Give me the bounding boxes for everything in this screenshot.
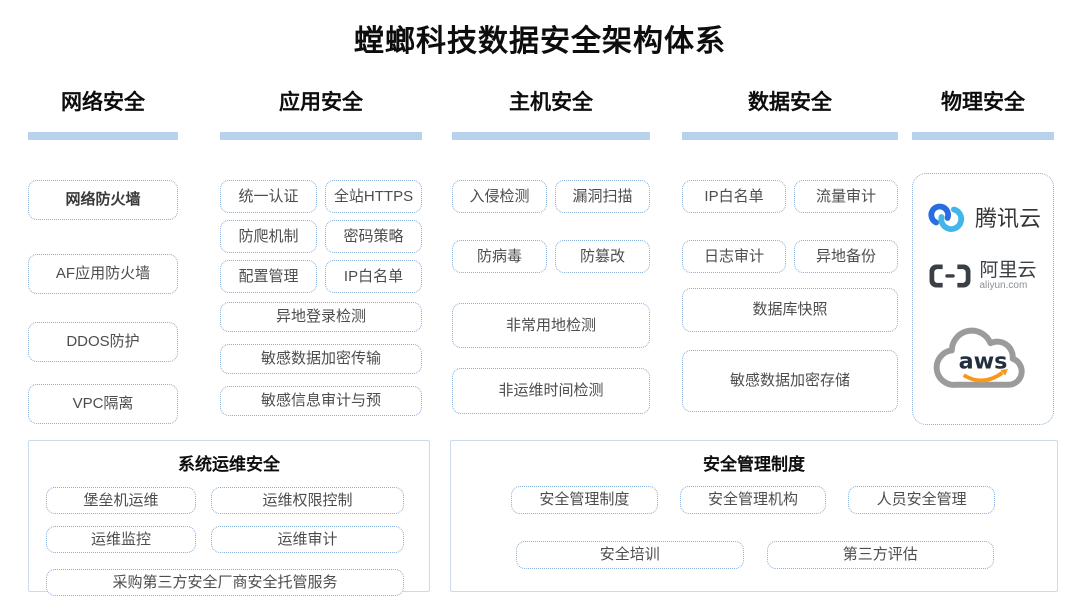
host-header: 主机安全 xyxy=(509,91,593,114)
ops-audit-box: 运维审计 xyxy=(211,526,404,553)
aws-logo: aws xyxy=(931,319,1035,397)
ops-header: 系统运维安全 xyxy=(178,455,280,474)
sensitive-data-encrypt-transfer-box: 敏感数据加密传输 xyxy=(220,344,422,374)
antivirus-box: 防病毒 xyxy=(452,240,547,273)
config-mgmt-box: 配置管理 xyxy=(220,260,317,293)
aws-cloud-icon: aws xyxy=(933,327,1025,388)
data-pair-row: 日志审计 异地备份 xyxy=(682,240,898,273)
third-party-managed-service-box: 采购第三方安全厂商安全托管服务 xyxy=(46,569,404,596)
security-mgmt-system-box: 安全管理制度 xyxy=(511,486,658,514)
security-training-box: 安全培训 xyxy=(516,541,744,569)
column-network-security: 网络安全 网络防火墙 AF应用防火墙 DDOS防护 VPC隔离 xyxy=(28,90,178,424)
anti-tamper-box: 防篡改 xyxy=(555,240,650,273)
header-underline xyxy=(452,132,650,140)
header-underline xyxy=(220,132,422,140)
ip-whitelist-box: IP白名单 xyxy=(682,180,786,213)
app-pair-row: 防爬机制 密码策略 xyxy=(220,220,422,253)
password-policy-box: 密码策略 xyxy=(325,220,422,253)
data-pair-row: IP白名单 流量审计 xyxy=(682,180,898,213)
aliyun-logo: 阿里云 aliyun.com xyxy=(929,259,1037,291)
page-title: 螳螂科技数据安全架构体系 xyxy=(354,25,726,58)
tencent-cloud-label: 腾讯云 xyxy=(974,206,1041,232)
section-security-management: 安全管理制度 安全管理制度 安全管理机构 人员安全管理 安全培训 第三方评估 xyxy=(450,440,1058,592)
traffic-audit-box: 流量审计 xyxy=(794,180,898,213)
cloud-providers-box: 腾讯云 阿里云 aliyun.com aws xyxy=(912,173,1054,425)
sensitive-data-encrypt-storage-box: 敏感数据加密存储 xyxy=(682,350,898,412)
unified-auth-box: 统一认证 xyxy=(220,180,317,213)
ops-permission-control-box: 运维权限控制 xyxy=(211,487,404,514)
app-pair-row: 统一认证 全站HTTPS xyxy=(220,180,422,213)
tencent-cloud-logo: 腾讯云 xyxy=(925,201,1041,233)
ops-row: 堡垒机运维 运维权限控制 xyxy=(46,487,404,514)
ddos-protection-box: DDOS防护 xyxy=(28,322,178,362)
full-site-https-box: 全站HTTPS xyxy=(325,180,422,213)
third-party-assessment-box: 第三方评估 xyxy=(766,541,994,569)
host-pair-row: 防病毒 防篡改 xyxy=(452,240,650,273)
management-header: 安全管理制度 xyxy=(703,455,805,474)
ops-row: 运维监控 运维审计 xyxy=(46,526,404,553)
aliyun-label: 阿里云 xyxy=(979,259,1037,281)
host-pair-row: 入侵检测 漏洞扫描 xyxy=(452,180,650,213)
aws-label: aws xyxy=(959,348,1008,374)
aliyun-labels: 阿里云 aliyun.com xyxy=(979,259,1037,291)
remote-login-detect-box: 异地登录检测 xyxy=(220,302,422,332)
section-ops-security: 系统运维安全 堡垒机运维 运维权限控制 运维监控 运维审计 采购第三方安全厂商安… xyxy=(28,440,430,596)
column-application-security: 应用安全 统一认证 全站HTTPS 防爬机制 密码策略 配置管理 IP白名单 异… xyxy=(220,90,422,416)
aliyun-bracket-icon xyxy=(930,264,971,288)
db-snapshot-box: 数据库快照 xyxy=(682,288,898,332)
log-audit-box: 日志审计 xyxy=(682,240,786,273)
column-host-security: 主机安全 入侵检测 漏洞扫描 防病毒 防篡改 非常用地检测 非运维时间检测 xyxy=(452,90,650,414)
data-header: 数据安全 xyxy=(748,91,832,114)
app-pair-row: 配置管理 IP白名单 xyxy=(220,260,422,293)
ip-whitelist-box: IP白名单 xyxy=(325,260,422,293)
physical-header: 物理安全 xyxy=(941,91,1025,114)
personnel-security-box: 人员安全管理 xyxy=(848,486,996,514)
ops-monitor-box: 运维监控 xyxy=(46,526,196,553)
tencent-cloud-icon xyxy=(928,204,965,233)
unusual-location-detect-box: 非常用地检测 xyxy=(452,303,650,348)
network-firewall-box: 网络防火墙 xyxy=(28,180,178,220)
network-header: 网络安全 xyxy=(61,91,145,114)
bastion-ops-box: 堡垒机运维 xyxy=(46,487,196,514)
intrusion-detect-box: 入侵检测 xyxy=(452,180,547,213)
management-row: 安全管理制度 安全管理机构 人员安全管理 xyxy=(511,486,996,514)
aliyun-domain-label: aliyun.com xyxy=(979,279,1028,291)
application-header: 应用安全 xyxy=(279,91,363,114)
sensitive-info-audit-box: 敏感信息审计与预 xyxy=(220,386,422,416)
non-ops-time-detect-box: 非运维时间检测 xyxy=(452,368,650,414)
header-underline xyxy=(28,132,178,140)
vuln-scan-box: 漏洞扫描 xyxy=(555,180,650,213)
offsite-backup-box: 异地备份 xyxy=(794,240,898,273)
column-physical-security: 物理安全 腾讯云 阿里云 aliyun.com xyxy=(912,90,1054,425)
management-row: 安全培训 第三方评估 xyxy=(516,541,994,569)
header-underline xyxy=(682,132,898,140)
vpc-isolation-box: VPC隔离 xyxy=(28,384,178,424)
column-data-security: 数据安全 IP白名单 流量审计 日志审计 异地备份 数据库快照 敏感数据加密存储 xyxy=(682,90,898,412)
security-mgmt-org-box: 安全管理机构 xyxy=(679,486,827,514)
header-underline xyxy=(912,132,1054,140)
anti-crawler-box: 防爬机制 xyxy=(220,220,317,253)
af-app-firewall-box: AF应用防火墙 xyxy=(28,254,178,294)
